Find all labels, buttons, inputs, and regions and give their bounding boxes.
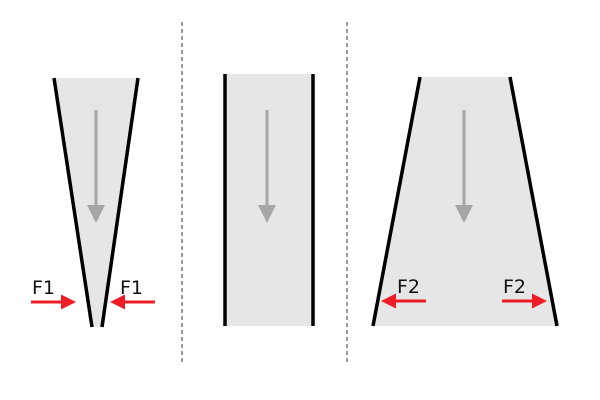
force-label-right: F1 xyxy=(120,277,143,299)
channel-wall-left xyxy=(371,76,422,327)
panel-narrowing: F1 F1 xyxy=(31,77,155,328)
channel-wall-right xyxy=(100,77,140,328)
channel-fill xyxy=(225,74,313,326)
panel-straight xyxy=(223,74,315,326)
channel-wall-left xyxy=(52,77,94,328)
panel-widening: F2 F2 xyxy=(371,76,559,327)
force-label-left: F2 xyxy=(397,276,420,298)
force-label-left: F1 xyxy=(32,277,55,299)
channel-wall-right xyxy=(508,76,559,327)
force-label-right: F2 xyxy=(503,276,526,298)
